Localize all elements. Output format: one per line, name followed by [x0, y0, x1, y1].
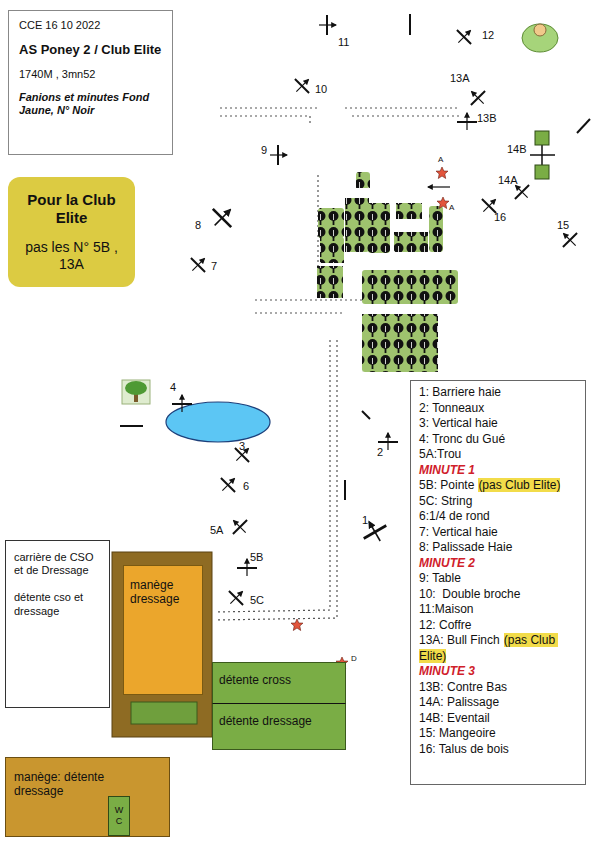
callout-number: 5A: [210, 524, 223, 536]
jump-name: 14B: Eventail: [419, 711, 490, 725]
callout-number: D: [351, 655, 357, 664]
callout-number: 7: [211, 260, 217, 272]
node-text: W C: [114, 805, 124, 827]
callout-number: 13A: [450, 72, 470, 84]
callout-number: 14A: [498, 174, 518, 186]
callout-number: 8: [195, 219, 201, 231]
header-box: CCE 16 10 2022 AS Poney 2 / Club Elite 174…: [8, 10, 173, 155]
bush-picture: [522, 24, 558, 52]
node-text: 1740M , 3mn52: [19, 68, 162, 81]
minute-heading: MINUTE 2: [419, 556, 475, 570]
node-text: manège dressage: [130, 578, 190, 607]
tree-clumps: [317, 172, 458, 372]
manege-frame: [112, 552, 212, 737]
callout-number: 6: [243, 480, 249, 492]
jump-name: 5C: String: [419, 494, 472, 508]
jump-name: 13B: Contre Bas: [419, 680, 507, 694]
node-text: détente dressage: [219, 714, 339, 728]
node-text: CCE 16 10 2022: [19, 19, 162, 32]
callout-number: A: [438, 156, 443, 165]
minute-heading: MINUTE 3: [419, 664, 475, 678]
callout-number: 1: [362, 514, 368, 526]
node-text: pas les N° 5B , 13A: [16, 239, 127, 273]
green-pad: [131, 702, 197, 724]
jump-name: 13A: Bull Finch: [419, 633, 500, 647]
jump-name: 3: Vertical haie: [419, 416, 498, 430]
jump-name: 5B: Pointe: [419, 478, 474, 492]
wc-box: W C: [108, 796, 130, 836]
node-text: Pour la Club Elite: [16, 191, 127, 227]
callout-number: A: [449, 204, 454, 213]
jump-14b: [530, 131, 555, 179]
warmup-arena: manège: détente dressage W C: [5, 757, 170, 837]
warmup-dressage: détente dressage: [212, 703, 346, 750]
jump-name: 16: Talus de bois: [419, 742, 509, 756]
jump-name: 7: Vertical haie: [419, 525, 498, 539]
callout-number: 16: [494, 211, 506, 223]
callout-number: 3: [239, 440, 245, 452]
warmup-cross: détente cross: [212, 662, 346, 703]
jump-name: 6:1/4 de rond: [419, 509, 490, 523]
jump-name: 8: Palissade Haie: [419, 540, 512, 554]
callout-number: 2: [377, 446, 383, 458]
tree-picture: [122, 380, 150, 404]
node-text: manège: détente dressage: [14, 770, 124, 799]
node-text: carrière de CSO et de Dressage: [14, 551, 101, 577]
minute-heading: MINUTE 1: [419, 463, 475, 477]
jump-name: 5A:Trou: [419, 447, 461, 461]
jump-name: 9: Table: [419, 571, 461, 585]
jump-name: 15: Mangeoire: [419, 726, 496, 740]
jump-name: 2: Tonneaux: [419, 401, 484, 415]
direction-arrow: [428, 186, 450, 187]
callout-number: 10: [315, 83, 327, 95]
jump-name: 11:Maison: [419, 602, 473, 616]
callout-number: 5B: [250, 551, 263, 563]
jump-name: 12: Coffre: [419, 618, 471, 632]
node-text: détente cso et dressage: [14, 591, 101, 617]
jump-name: 4: Tronc du Gué: [419, 432, 505, 446]
callout-number: 4: [170, 381, 176, 393]
callout-number: 11: [338, 36, 349, 48]
arena-box: carrière de CSO et de Dressage détente cs…: [5, 540, 110, 708]
note-highlight: (pas Club Elite): [478, 478, 560, 492]
callout-number: 12: [482, 29, 494, 41]
jump-name: 10: Double broche: [419, 587, 520, 601]
node-text: AS Poney 2 / Club Elite: [19, 42, 162, 58]
note-box: Pour la Club Elite pas les N° 5B , 13A: [8, 177, 135, 287]
callout-number: 9: [261, 144, 267, 156]
node-text: détente cross: [219, 673, 339, 687]
callout-number: 5C: [250, 594, 264, 606]
callout-number: 15: [557, 219, 569, 231]
callout-number: 14B: [507, 143, 527, 155]
jump-name: 14A: Palissage: [419, 695, 499, 709]
jump-list-box: 1: Barriere haie 2: Tonneaux3: Vertical h…: [410, 380, 586, 785]
callout-number: 13B: [477, 112, 497, 124]
node-text: Fanions et minutes Fond Jaune, N° Noir: [19, 91, 162, 117]
dressage-arena: manège dressage: [123, 565, 203, 695]
jump-name: 1: Barriere haie: [419, 385, 501, 399]
